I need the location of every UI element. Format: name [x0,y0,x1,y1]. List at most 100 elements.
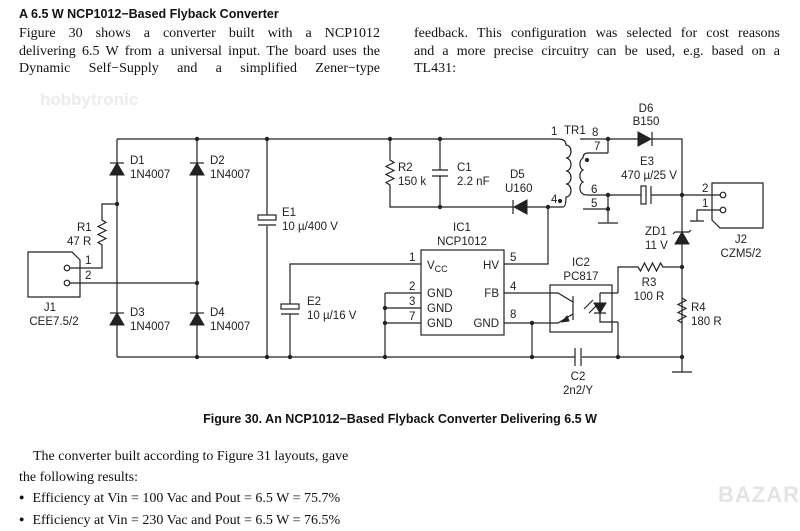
label-d4: D4 [210,307,225,319]
text-line: TL431: [414,61,456,76]
label-zd1-value: 11 V [645,240,668,252]
primary-dot [557,198,563,204]
label-d2-value: 1N4007 [210,169,250,181]
label-d3-value: 1N4007 [130,321,170,333]
text-line: Dynamic Self−Supply and a simplified Zen… [19,61,380,76]
diode-d3 [109,312,125,326]
text-line: delivering 6.5 W from a universal input.… [19,43,380,59]
label-gnd2: GND [427,288,453,300]
wire-ic-gnd8 [504,313,574,357]
label-d3: D3 [130,307,145,319]
label-ic1-pin1: 1 [409,252,415,264]
label-c1-value: 2.2 nF [457,176,490,188]
label-tr1-pin5: 5 [591,198,597,210]
junction-dots [114,136,685,360]
label-e1: E1 [282,207,296,219]
resistor-r4 [676,297,688,324]
label-c2: C2 [571,371,586,383]
label-r1: R1 [77,222,92,234]
label-r1-value: 47 R [67,236,91,248]
text-line: Figure 30 shows a converter built with a… [19,26,380,41]
results-section: The converter built according to Figure … [19,446,348,531]
zener-zd1 [672,229,692,245]
label-tr1-pin7: 7 [594,141,600,153]
label-gnd8: GND [473,318,499,330]
wire-fb [504,292,574,303]
label-r2-value: 150 k [398,176,426,188]
capacitor-e2 [280,303,300,315]
label-vcc: VCC [427,260,448,274]
wire-ic1-gnd [384,292,421,357]
label-e3: E3 [640,156,654,168]
label-e2: E2 [307,296,321,308]
label-r3-value: 100 R [634,291,665,303]
wire-pin8 [580,138,638,153]
resistor-r3 [617,261,682,293]
label-r4: R4 [691,302,706,314]
capacitor-c2 [574,348,582,366]
ic2-pc817 [549,284,613,333]
transformer-primary [557,138,572,208]
result-item: Efficiency at Vin = 100 Vac and Pout = 6… [19,488,348,510]
label-ic1: IC1 [453,222,471,234]
j2-pin2 [719,191,727,199]
watermark-bazar-logo: BAZAR [718,482,800,507]
label-r3: R3 [642,277,657,289]
wire-pin5-ground [583,195,618,224]
secondary-dot [584,157,590,163]
label-ic1-pin4: 4 [510,281,517,293]
capacitor-e3 [640,185,682,205]
opto-led [593,292,618,323]
label-j2-value: CZM5/2 [721,248,762,260]
label-e2-value: 10 µ/16 V [307,310,357,322]
watermark-hobbytronic: hobbytronic [40,90,139,109]
label-tr1: TR1 [564,125,586,137]
label-j1-value: CEE7.5/2 [29,316,78,328]
label-d5: D5 [510,169,525,181]
label-ic2: IC2 [572,257,590,269]
label-hv: HV [483,260,499,272]
text-line: feedback. This configuration was selecte… [414,26,780,41]
label-j2-pin1: 1 [702,198,708,210]
diode-d6 [637,131,683,357]
label-d1-value: 1N4007 [130,169,170,181]
wire-output [682,194,723,222]
label-d5-value: U160 [505,183,533,195]
intro-right-column: feedback. This configuration was selecte… [414,25,780,78]
results-intro-line: The converter built according to Figure … [33,449,349,464]
connector-j1 [27,251,81,298]
label-tr1-pin6: 6 [591,184,597,196]
label-e1-value: 10 µ/400 V [282,221,338,233]
label-j1-pin2: 2 [85,270,91,282]
diode-d1 [109,162,125,176]
label-ic1-pin3: 3 [409,296,415,308]
opto-emitter-arrow [560,315,570,323]
label-tr1-pin1: 1 [551,126,557,138]
diode-d5 [512,199,563,215]
transformer-secondary [579,152,641,196]
j2-pin1 [719,206,727,214]
label-ic1-value: NCP1012 [437,236,487,248]
result-item: Efficiency at Vin = 230 Vac and Pout = 6… [19,510,348,531]
capacitor-e1 [257,214,277,226]
label-r2: R2 [398,162,413,174]
label-d1: D1 [130,155,145,167]
diode-d2 [189,162,205,176]
label-d6-value: B150 [633,116,660,128]
wire-hv [504,207,549,265]
label-j1: J1 [44,302,56,314]
label-tr1-pin8: 8 [592,127,598,139]
connector-j2 [711,182,764,229]
text-line: and a more precise circuitry can be used… [414,43,780,59]
figure-caption: Figure 30. An NCP1012−Based Flyback Conv… [203,412,597,426]
j1-pin2 [63,279,71,287]
label-d2: D2 [210,155,225,167]
label-fb: FB [484,288,499,300]
label-zd1: ZD1 [645,226,667,238]
wire-secondary-bottom [582,322,692,373]
section-title: A 6.5 W NCP1012−Based Flyback Converter [19,7,279,21]
label-j1-pin1: 1 [85,255,91,267]
label-c2-value: 2n2/Y [563,385,593,397]
